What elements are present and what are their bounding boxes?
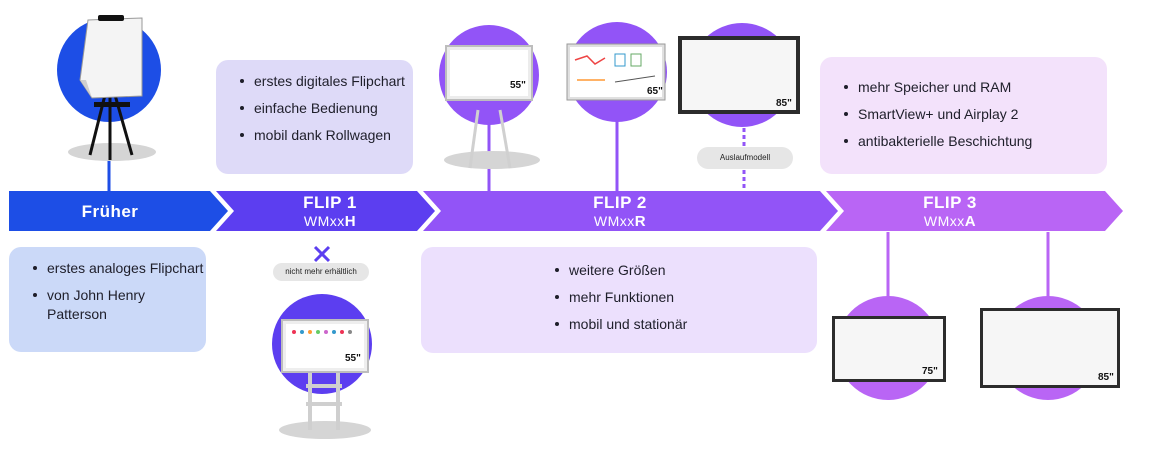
cross-icon xyxy=(313,245,331,263)
list-item: von John Henry Patterson xyxy=(33,286,206,324)
timeline-title: Früher xyxy=(81,202,139,221)
list-item: erstes digitales Flipchart xyxy=(240,72,413,91)
discontinued-badge: Auslaufmodell xyxy=(697,147,793,169)
analog-flipchart-illustration xyxy=(57,15,161,161)
arrow-flip2 xyxy=(423,191,838,231)
arrow-flip1 xyxy=(216,191,435,231)
list-item: mobil dank Rollwagen xyxy=(240,126,413,145)
size-label: 75" xyxy=(922,366,938,377)
list-item: mehr Speicher und RAM xyxy=(844,78,1107,97)
list-item: SmartView+ und Airplay 2 xyxy=(844,105,1107,124)
list-item: erstes analoges Flipchart xyxy=(33,259,206,278)
list-item: antibakterielle Beschichtung xyxy=(844,132,1107,151)
info-box-flip1: erstes digitales Flipchart einfache Bedi… xyxy=(216,60,413,174)
info-box-frueher: erstes analoges Flipchart von John Henry… xyxy=(9,247,206,352)
timeline-label-flip1: FLIP 1 WMxxH xyxy=(240,193,420,230)
not-available-badge: nicht mehr erhältlich xyxy=(273,263,369,281)
flip3-device-a-illustration xyxy=(832,296,946,400)
size-label: 65" xyxy=(647,86,663,97)
not-available-label: nicht mehr erhältlich xyxy=(285,267,357,276)
list-item: mobil und stationär xyxy=(555,315,817,334)
size-label: 55" xyxy=(510,80,526,91)
list-item: weitere Größen xyxy=(555,261,817,280)
size-label: 85" xyxy=(1098,372,1114,383)
timeline-model: WMxxR xyxy=(593,213,647,230)
discontinued-label: Auslaufmodell xyxy=(719,153,771,162)
flip2-device-a-illustration xyxy=(439,25,540,169)
timeline-label-flip2: FLIP 2 WMxxR xyxy=(530,193,710,230)
timeline-model: WMxxA xyxy=(923,213,977,230)
timeline-label-frueher: Früher xyxy=(20,202,200,222)
flip2-device-b-illustration xyxy=(566,22,667,122)
arrow-flip3 xyxy=(826,191,1123,231)
flip2-device-c-illustration xyxy=(678,23,800,127)
timeline-model: WMxxH xyxy=(303,213,357,230)
timeline-label-flip3: FLIP 3 WMxxA xyxy=(860,193,1040,230)
timeline-title: FLIP 2 xyxy=(593,193,647,212)
info-box-flip2: weitere Größen mehr Funktionen mobil und… xyxy=(421,247,817,353)
info-box-flip3: mehr Speicher und RAM SmartView+ und Air… xyxy=(820,57,1107,174)
timeline-title: FLIP 3 xyxy=(923,193,977,212)
timeline-title: FLIP 1 xyxy=(303,193,357,212)
size-label: 55" xyxy=(345,353,361,364)
list-item: mehr Funktionen xyxy=(555,288,817,307)
list-item: einfache Bedienung xyxy=(240,99,413,118)
flip1-device-illustration xyxy=(272,294,372,439)
arrow-frueher xyxy=(9,191,228,231)
flip3-device-b-illustration xyxy=(980,296,1120,400)
size-label: 85" xyxy=(776,98,792,109)
